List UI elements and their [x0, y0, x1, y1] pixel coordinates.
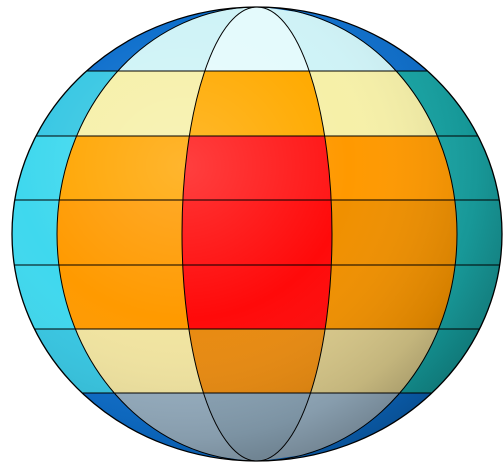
sphere-tile-south-mid-band-4	[331, 200, 457, 265]
sphere-tile-south-mid-band-1	[7, 200, 59, 265]
sphere-tile-north-band-3	[189, 71, 324, 136]
sphere-tile-south-mid-band-2	[59, 265, 189, 329]
sphere-tile-north-mid-band-2	[59, 136, 189, 200]
sphere-tile-south-mid-band-5	[455, 200, 503, 265]
sphere-tile-south-band-3	[189, 329, 325, 393]
sphere-bands	[7, 0, 503, 468]
sphere-tile-north-mid-band-3	[183, 136, 331, 200]
sphere-tile-north-mid-band-4	[325, 136, 455, 200]
sphere-tile-south-mid-band-2	[57, 200, 183, 265]
sphere-tile-south-mid-band-4	[325, 265, 455, 329]
sphere-tile-south-mid-band-3	[183, 265, 332, 329]
sphere-tile-south-mid-band-3	[182, 200, 332, 265]
